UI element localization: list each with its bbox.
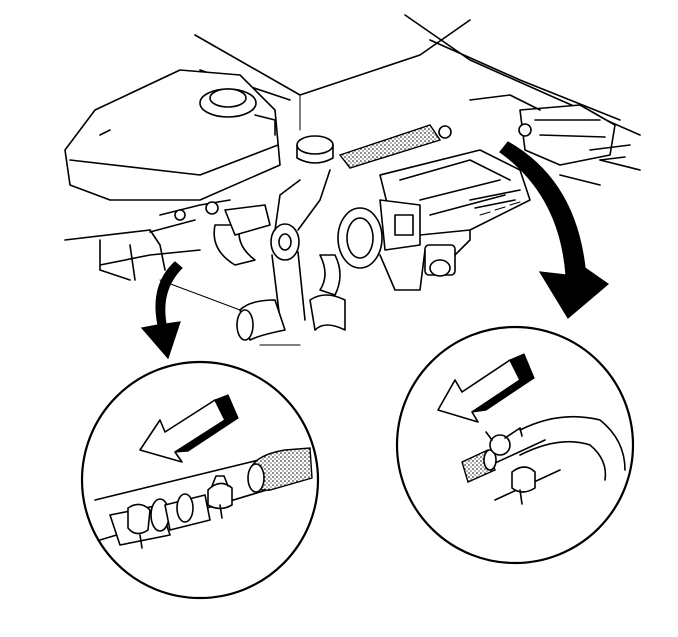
throttle-body <box>337 199 426 291</box>
engine-compartment-overview <box>64 14 641 346</box>
overview-hose-clamps <box>174 123 532 221</box>
drive-belt-pulley <box>270 169 331 321</box>
hose-clamp-left <box>207 475 233 519</box>
direction-arrow-left-detail <box>139 394 239 463</box>
callout-arrow-left <box>140 261 183 360</box>
idle-air-control-valve <box>424 229 471 277</box>
detail-view-right-hose-clamp <box>395 325 635 565</box>
lower-radiator-hose <box>236 294 346 341</box>
callout-arrow-right <box>499 141 609 319</box>
hose-clamp-right-upper <box>485 427 523 456</box>
coolant-reservoir <box>64 69 281 201</box>
curved-arrow-down-icon <box>140 261 183 360</box>
chassis-frame <box>64 229 301 346</box>
hose-clamp-right-lower <box>511 466 536 505</box>
heater-hoses <box>149 199 341 296</box>
upper-stippled-hose <box>338 124 442 169</box>
manifold-runners <box>469 94 631 166</box>
oil-fill-cap <box>296 135 334 164</box>
detail-view-left-hose-clamp <box>80 360 320 600</box>
right-frame <box>559 159 641 186</box>
direction-arrow-right-detail <box>437 353 535 423</box>
curved-arrow-down-icon <box>499 141 609 319</box>
